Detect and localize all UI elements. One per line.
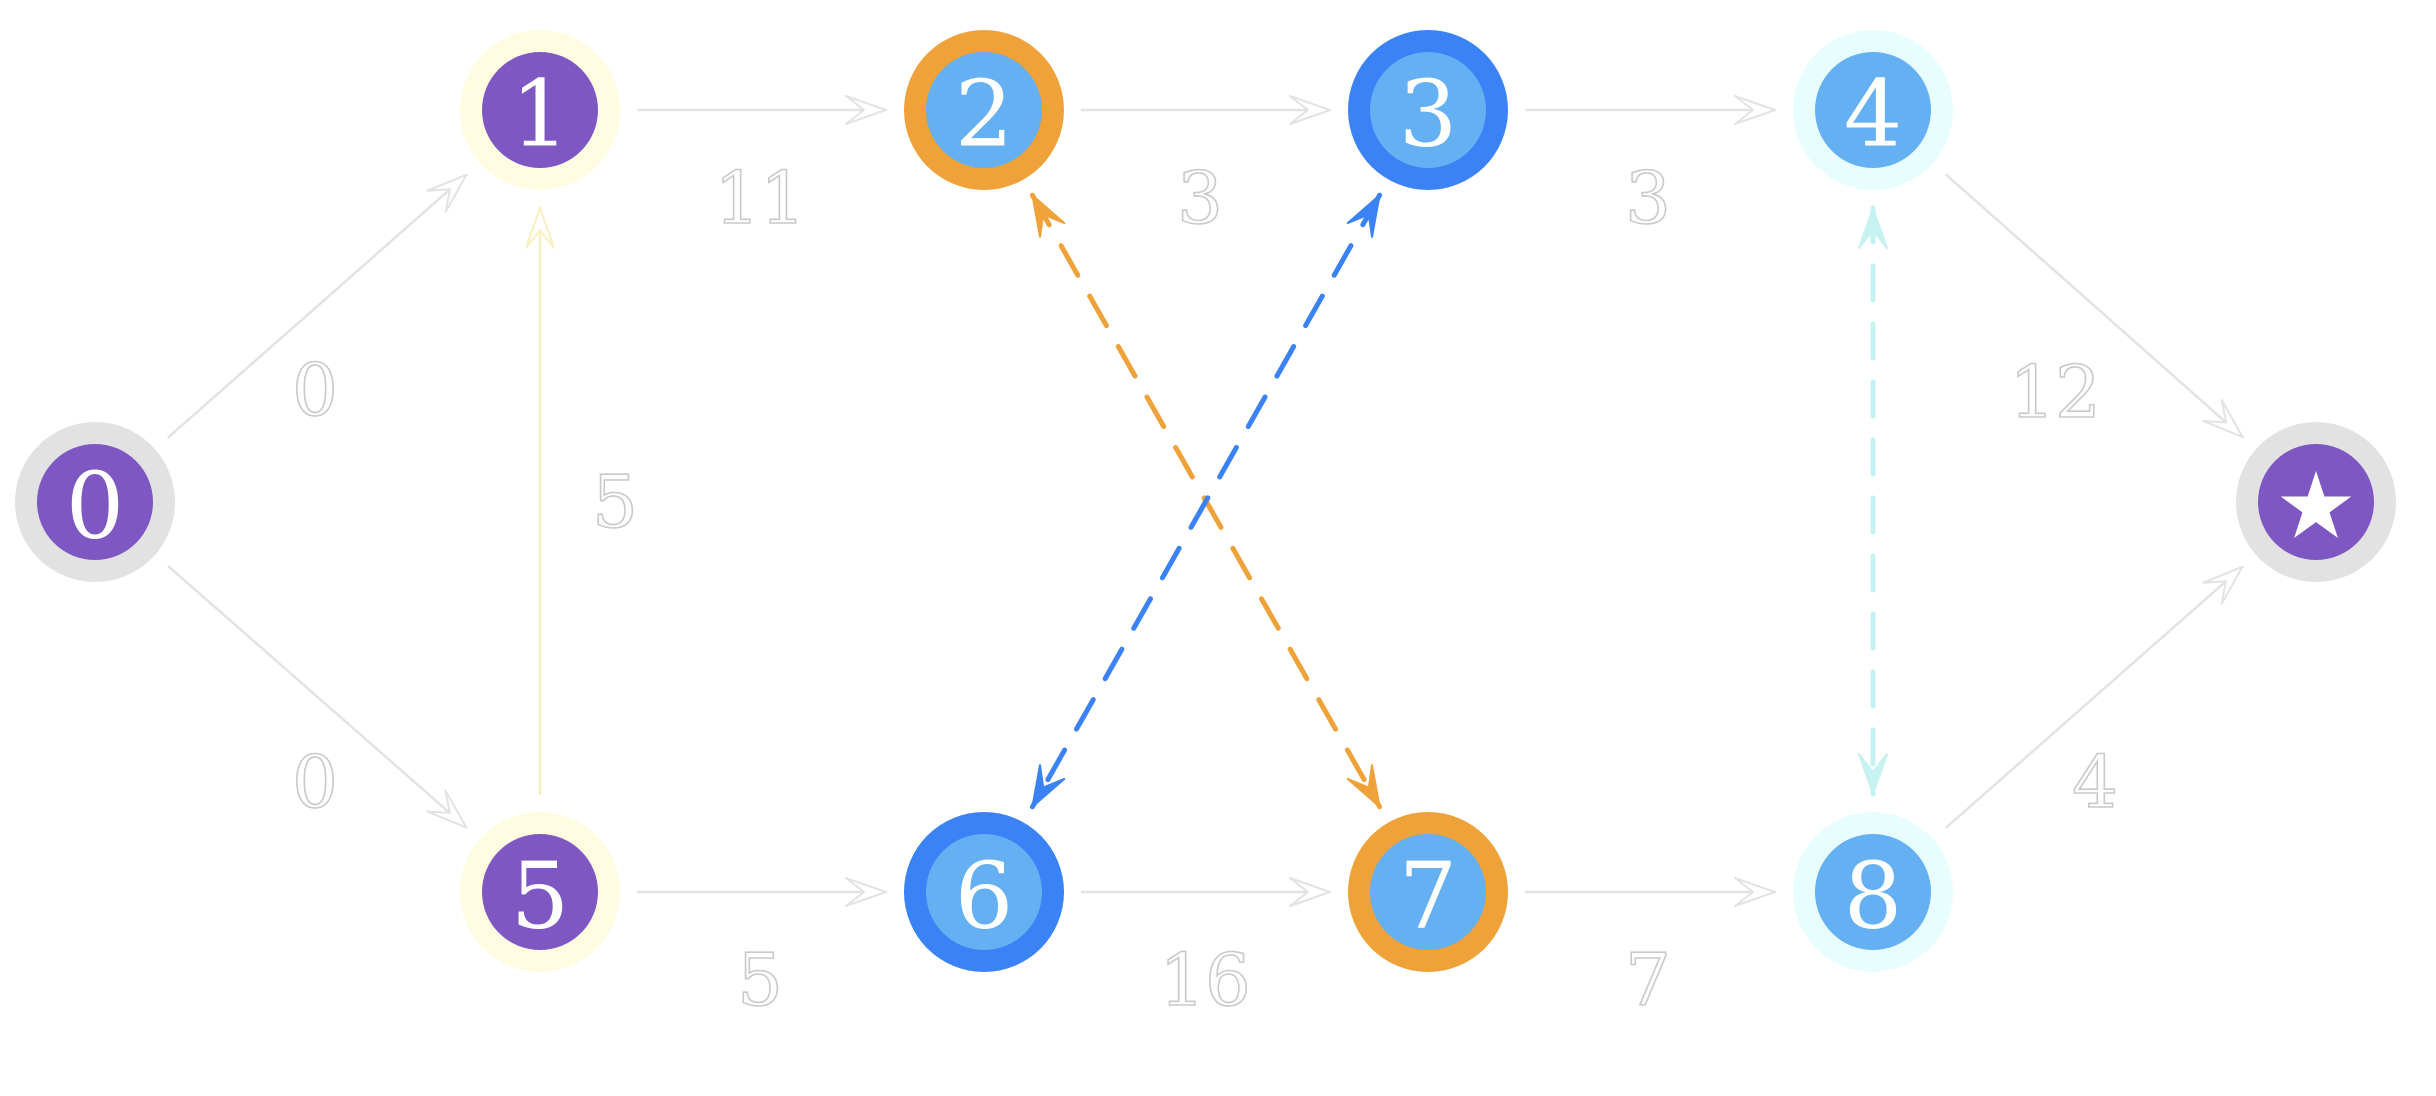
node-label: 1 (511, 61, 570, 168)
edge-n1-n2 (636, 95, 888, 125)
edge-weight-label: 7 (1625, 938, 1671, 1022)
edge-arrowhead (1858, 753, 1888, 795)
edge-arrowhead (525, 207, 555, 249)
node-5[interactable]: 5 (460, 812, 620, 972)
nodes-layer: 0 1 5 2 3 6 7 4 8 ★ (15, 30, 2396, 972)
edge-weight-label: 0 (292, 740, 338, 824)
edge-n2-n3 (1080, 95, 1332, 125)
node-8[interactable]: 8 (1793, 812, 1953, 972)
edge-arrowhead (1346, 194, 1381, 238)
node-6[interactable]: 6 (904, 812, 1064, 972)
node-core (1815, 834, 1931, 950)
edge-n4-n8 (1858, 205, 1888, 797)
edge-weight-label: 4 (2072, 740, 2118, 824)
edge-n3-n6 (1029, 192, 1383, 810)
node-label: 5 (511, 843, 570, 950)
edge-arrowhead (1031, 764, 1066, 808)
node-label: 3 (1399, 61, 1458, 168)
edge-line (1945, 565, 2244, 829)
node-core (926, 834, 1042, 950)
edge-arrowhead (845, 95, 887, 125)
edge-weight-label: 12 (2009, 350, 2101, 434)
edge-arrowhead (845, 877, 887, 907)
edge-line (167, 173, 468, 439)
node-label: 7 (1399, 843, 1458, 950)
node-label: 6 (955, 843, 1014, 950)
node-label: 4 (1844, 61, 1903, 168)
node-0[interactable]: 0 (15, 422, 175, 582)
node-core (1815, 52, 1931, 168)
edge-weight-label: 11 (714, 156, 806, 240)
node-1[interactable]: 1 (460, 30, 620, 190)
node-core (1370, 52, 1486, 168)
edge-arrowhead (1734, 95, 1776, 125)
node-label: 8 (1844, 843, 1903, 950)
edge-line (167, 565, 468, 829)
edge-n5-n1 (525, 206, 555, 796)
node-3[interactable]: 3 (1348, 30, 1508, 190)
edge-weight-label: 5 (737, 938, 783, 1022)
edge-n7-n8 (1524, 877, 1777, 907)
edge-n5-n6 (636, 877, 888, 907)
edge-weight-label: 5 (592, 460, 638, 544)
edge-n0-n5 (167, 565, 468, 829)
node-label: 2 (955, 61, 1014, 168)
edges-layer (167, 95, 2244, 907)
edge-arrowhead (1289, 95, 1331, 125)
edge-weight-label: 3 (1625, 156, 1671, 240)
edge-arrowhead (1858, 207, 1888, 249)
edge-weights-layer: 0 0 5 11 3 3 5 16 7 12 4 (291, 155, 2118, 1023)
node-label: 0 (66, 453, 125, 560)
node-7[interactable]: 7 (1348, 812, 1508, 972)
edge-n8-nstar (1945, 565, 2244, 829)
node-core (482, 52, 598, 168)
node-2[interactable]: 2 (904, 30, 1064, 190)
edge-arrowhead (1289, 877, 1331, 907)
node-4[interactable]: 4 (1793, 30, 1953, 190)
node-core (926, 52, 1042, 168)
node-core (2258, 444, 2374, 560)
star-icon: ★ (2275, 453, 2357, 560)
edge-arrowhead (426, 173, 468, 213)
edge-n3-n4 (1524, 95, 1777, 125)
edge-arrowhead (1734, 877, 1776, 907)
edge-weight-label: 3 (1177, 156, 1223, 240)
edge-arrowhead (2202, 565, 2244, 605)
edge-n4-nstar (1945, 173, 2244, 439)
edge-n6-n7 (1080, 877, 1332, 907)
edge-line (1945, 173, 2244, 439)
node-core (1370, 834, 1486, 950)
node-star[interactable]: ★ (2236, 422, 2396, 582)
node-core (37, 444, 153, 560)
edge-arrowhead (1031, 194, 1066, 238)
edge-line (1029, 192, 1383, 810)
edge-n0-n1 (167, 173, 468, 439)
edge-arrowhead (426, 789, 468, 829)
edge-weight-label: 16 (1159, 938, 1251, 1022)
node-core (482, 834, 598, 950)
edge-arrowhead (2202, 399, 2244, 439)
edge-weight-label: 0 (292, 348, 338, 432)
edge-arrowhead (1346, 764, 1381, 808)
